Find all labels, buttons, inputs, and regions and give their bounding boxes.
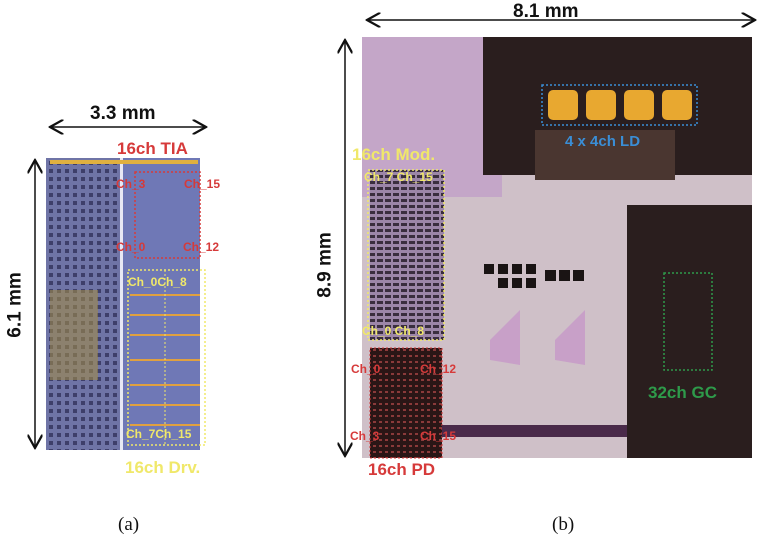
tia-label: 16ch TIA — [117, 139, 188, 158]
pd-ch-bottom-right: Ch_15 — [420, 429, 457, 443]
mod-ch-bottom: Ch_0 Ch_8 — [362, 324, 425, 338]
tia-ch-top-right: Ch_15 — [184, 177, 221, 191]
pd-ch-top-left: Ch_0 — [351, 362, 381, 376]
mod-label: 16ch Mod. — [352, 145, 436, 164]
tia-ch-top-left: Ch_3 — [116, 177, 146, 191]
tia-ch-bottom-left: Ch_0 — [116, 240, 146, 254]
gc-label: 32ch GC — [648, 383, 717, 402]
height-label-a: 6.1 mm — [4, 272, 26, 338]
width-label-b: 8.1 mm — [513, 1, 579, 22]
pd-ch-bottom-left: Ch_3 — [350, 429, 380, 443]
width-label-a: 3.3 mm — [90, 103, 156, 124]
caption-a: (a) — [118, 514, 140, 535]
tia-ch-bottom-right: Ch_12 — [183, 240, 220, 254]
chip-a — [46, 158, 206, 450]
pd-ch-top-right: Ch_12 — [420, 362, 457, 376]
pd-label: 16ch PD — [368, 460, 436, 479]
drv-label: 16ch Drv. — [125, 458, 201, 477]
height-label-b: 8.9 mm — [314, 232, 336, 298]
caption-b: (b) — [552, 514, 575, 535]
drv-ch-bottom: Ch_7Ch_15 — [126, 427, 192, 441]
drv-ch-top: Ch_0Ch_8 — [128, 275, 187, 289]
ld-label: 4 x 4ch LD — [565, 133, 641, 150]
chip-b — [362, 37, 752, 459]
mod-ch-top: Ch_7 Ch_15 — [364, 170, 433, 184]
